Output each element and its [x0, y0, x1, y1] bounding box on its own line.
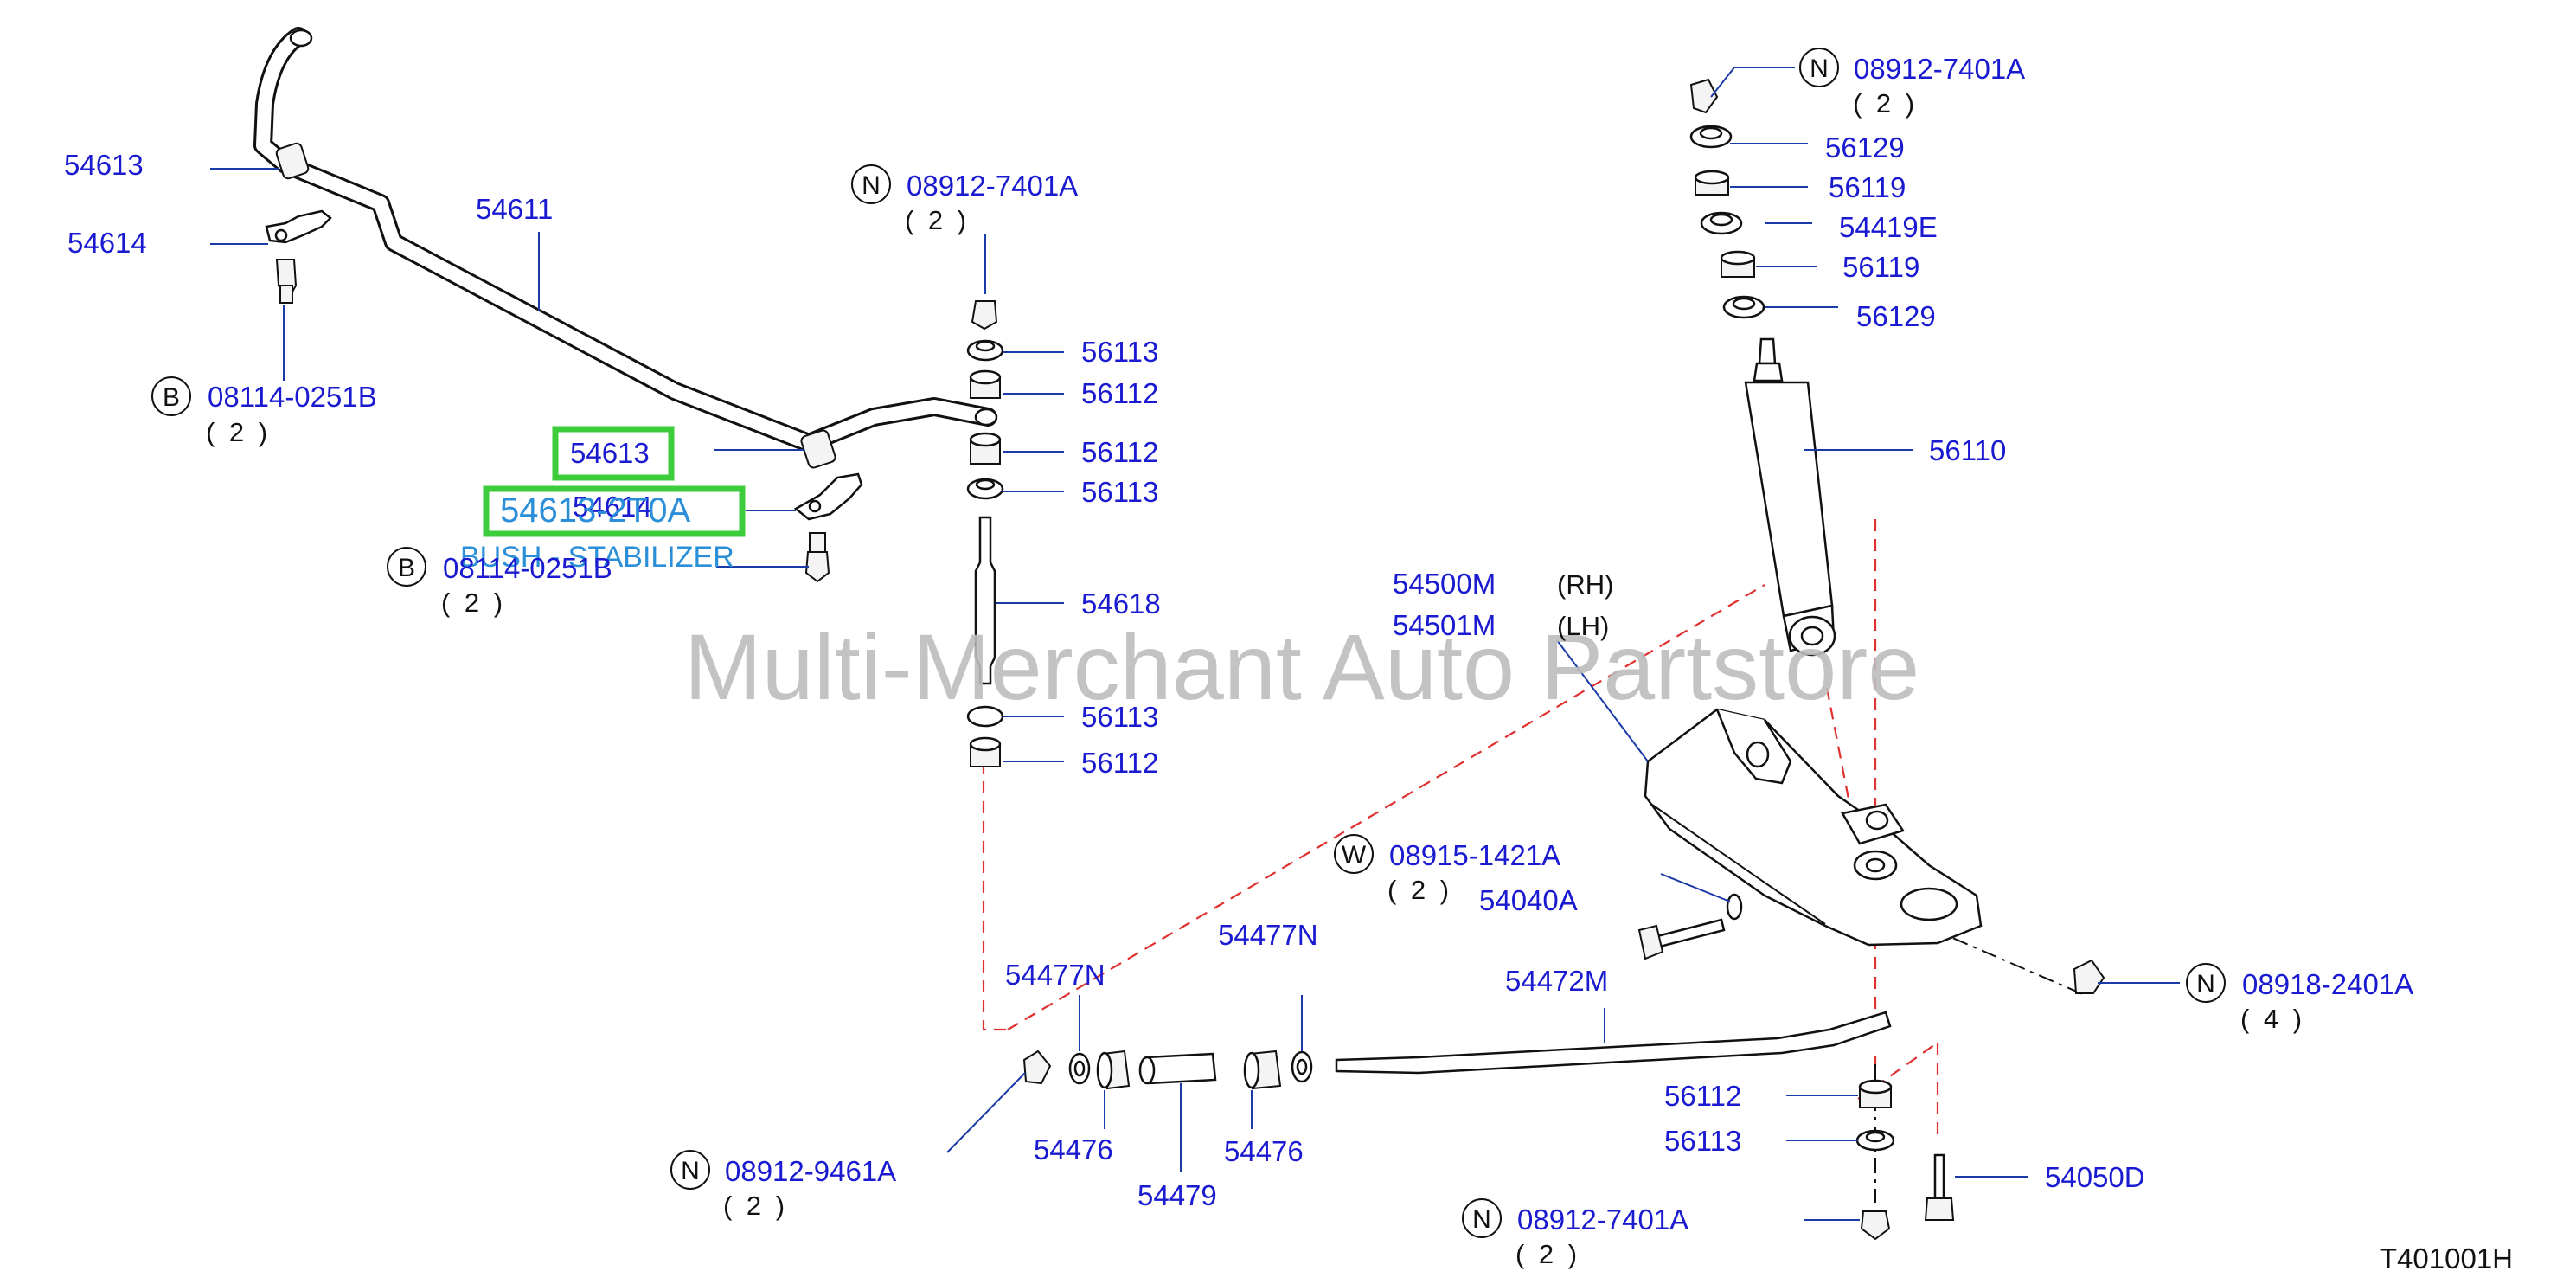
qty-label: ( 2 ) — [1853, 88, 1918, 119]
qty-label: ( 2 ) — [441, 587, 506, 618]
prefix-letter: B — [163, 383, 180, 412]
callout-54618[interactable]: 54618 — [1081, 587, 1161, 620]
callout-54501m[interactable]: 54501M — [1393, 609, 1496, 641]
prefix-circle — [1334, 834, 1374, 874]
callout-54476-right[interactable]: 54476 — [1224, 1135, 1304, 1167]
callout-54613-selected[interactable]: 54613 — [570, 437, 650, 469]
callout-56112[interactable]: 56112 — [1081, 747, 1158, 779]
callout-56129[interactable]: 56129 — [1856, 300, 1936, 332]
prefix-circle — [1799, 48, 1839, 87]
prefix-circle — [1462, 1198, 1502, 1238]
callout-56113[interactable]: 56113 — [1081, 336, 1158, 368]
side-label-rh: (RH) — [1557, 569, 1613, 600]
callout-54476-left[interactable]: 54476 — [1034, 1133, 1113, 1165]
callout-08114-0251b-upper[interactable]: 08114-0251B — [208, 381, 377, 413]
callout-54050d[interactable]: 54050D — [2045, 1161, 2145, 1193]
callout-56113[interactable]: 56113 — [1081, 701, 1158, 733]
callout-54040a[interactable]: 54040A — [1479, 884, 1578, 916]
prefix-letter: W — [1342, 841, 1367, 870]
bushing-left — [265, 142, 332, 304]
callout-56110[interactable]: 56110 — [1929, 434, 2006, 466]
callout-54613-left[interactable]: 54613 — [64, 149, 144, 181]
qty-label: ( 2 ) — [1515, 1239, 1580, 1269]
bolt-washer — [1637, 893, 1743, 960]
diagram-code: T401001H — [2380, 1242, 2513, 1274]
callout-54614-right[interactable]: 54614 — [573, 491, 652, 523]
callout-54611[interactable]: 54611 — [476, 193, 553, 225]
callout-54477n-left[interactable]: 54477N — [1005, 959, 1105, 991]
bushing-right — [793, 429, 863, 583]
prefix-letter: N — [681, 1157, 700, 1185]
lower-bushing-stack — [1855, 1079, 1955, 1241]
prefix-circle — [670, 1150, 710, 1190]
callout-08114-0251b-lower[interactable]: 08114-0251B — [443, 552, 612, 584]
callout-56112-lower[interactable]: 56112 — [1664, 1080, 1741, 1112]
highlight-box-callout[interactable] — [552, 426, 675, 481]
callout-08912-7401a-lower[interactable]: 08912-7401A — [1517, 1204, 1688, 1236]
qty-label: ( 2 ) — [206, 417, 271, 447]
tension-rod-assembly — [1022, 1011, 1892, 1090]
stabilizer-bar — [253, 27, 998, 453]
prefix-letter: N — [1472, 1205, 1491, 1234]
prefix-circle — [2186, 963, 2226, 1003]
selected-part-number[interactable]: 54613-2T0A — [500, 491, 690, 530]
shock-absorber-stack — [1689, 78, 1836, 657]
callout-08915-1421a[interactable]: 08915-1421A — [1389, 839, 1560, 871]
callout-54479[interactable]: 54479 — [1137, 1179, 1217, 1211]
callout-54477n-right[interactable]: 54477N — [1218, 919, 1318, 951]
qty-label: ( 4 ) — [2240, 1004, 2305, 1034]
prefix-letter: B — [398, 554, 415, 582]
side-label-lh: (LH) — [1557, 611, 1609, 641]
qty-label: ( 2 ) — [723, 1191, 788, 1221]
highlight-box-part-number[interactable] — [483, 485, 746, 537]
selected-part-name: BUSH - STABILIZER — [460, 541, 734, 574]
leader-lines — [210, 67, 2180, 1221]
nut-right — [2073, 959, 2105, 994]
qty-label: ( 2 ) — [905, 205, 970, 235]
stabilizer-link-stack — [966, 300, 1004, 767]
callout-08912-9461a[interactable]: 08912-9461A — [725, 1155, 896, 1187]
watermark: Multi-Merchant Auto Partstore — [684, 614, 1920, 719]
prefix-circle — [151, 376, 191, 416]
callout-56119[interactable]: 56119 — [1842, 251, 1919, 283]
lower-control-arm — [1644, 708, 1983, 947]
prefix-letter: N — [1810, 55, 1829, 83]
callout-54472m[interactable]: 54472M — [1505, 965, 1608, 997]
prefix-circle — [387, 547, 426, 587]
callout-08912-7401a-shock[interactable]: 08912-7401A — [1854, 53, 2025, 85]
callout-54614-left[interactable]: 54614 — [67, 227, 147, 259]
callout-54500m[interactable]: 54500M — [1393, 568, 1496, 600]
prefix-circle — [851, 164, 891, 204]
callout-56113-lower[interactable]: 56113 — [1664, 1125, 1741, 1157]
callout-56112[interactable]: 56112 — [1081, 436, 1158, 468]
callout-56129[interactable]: 56129 — [1825, 132, 1905, 164]
callout-08912-7401a-link[interactable]: 08912-7401A — [907, 170, 1078, 202]
callout-08918-2401a[interactable]: 08918-2401A — [2242, 968, 2413, 1000]
callout-56113[interactable]: 56113 — [1081, 476, 1158, 508]
callout-56112[interactable]: 56112 — [1081, 377, 1158, 409]
callout-54419e[interactable]: 54419E — [1839, 211, 1938, 243]
prefix-letter: N — [862, 171, 881, 200]
part-labels: 54613 54614 54611 B 08114-0251B ( 2 ) 54… — [64, 48, 2513, 1274]
prefix-letter: N — [2196, 970, 2215, 998]
callout-56119[interactable]: 56119 — [1829, 171, 1906, 203]
qty-label: ( 2 ) — [1387, 875, 1452, 905]
